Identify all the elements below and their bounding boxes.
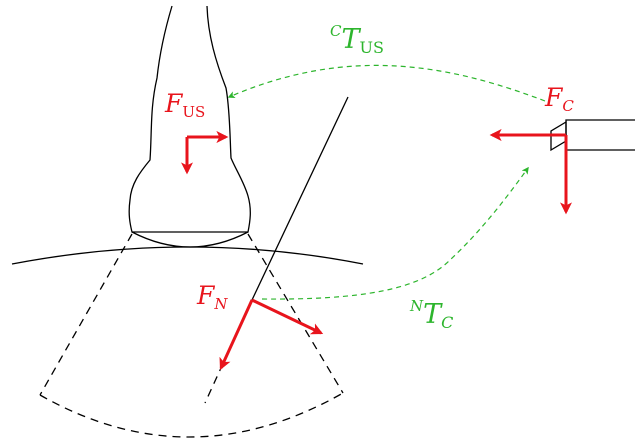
us-probe-outline xyxy=(128,5,251,233)
needle-to-camera-transform-label: NTC xyxy=(409,297,453,332)
camera-frame-label: FC xyxy=(544,83,574,115)
us-probe-tip xyxy=(131,231,249,248)
needle-to-camera-transform-arrow xyxy=(261,166,529,300)
us-sector-arc xyxy=(39,392,344,438)
needle-shaft xyxy=(251,96,349,301)
skin-surface xyxy=(11,246,364,265)
needle-frame-y-axis xyxy=(219,299,254,371)
needle-frame-label: FN xyxy=(196,281,228,313)
us-frame-label: FUS xyxy=(164,89,205,121)
us-frame-axes xyxy=(181,131,229,175)
camera-to-us-transform-arrow xyxy=(227,64,546,102)
camera-body xyxy=(565,119,635,151)
us-sector-right-edge xyxy=(247,233,344,394)
camera-to-us-transform-label: CTUS xyxy=(330,22,384,57)
needle-frame-axes xyxy=(219,298,324,371)
camera-frame-axes xyxy=(489,129,572,215)
us-sector-left-edge xyxy=(39,233,133,396)
needle-frame-x-axis xyxy=(251,298,324,335)
